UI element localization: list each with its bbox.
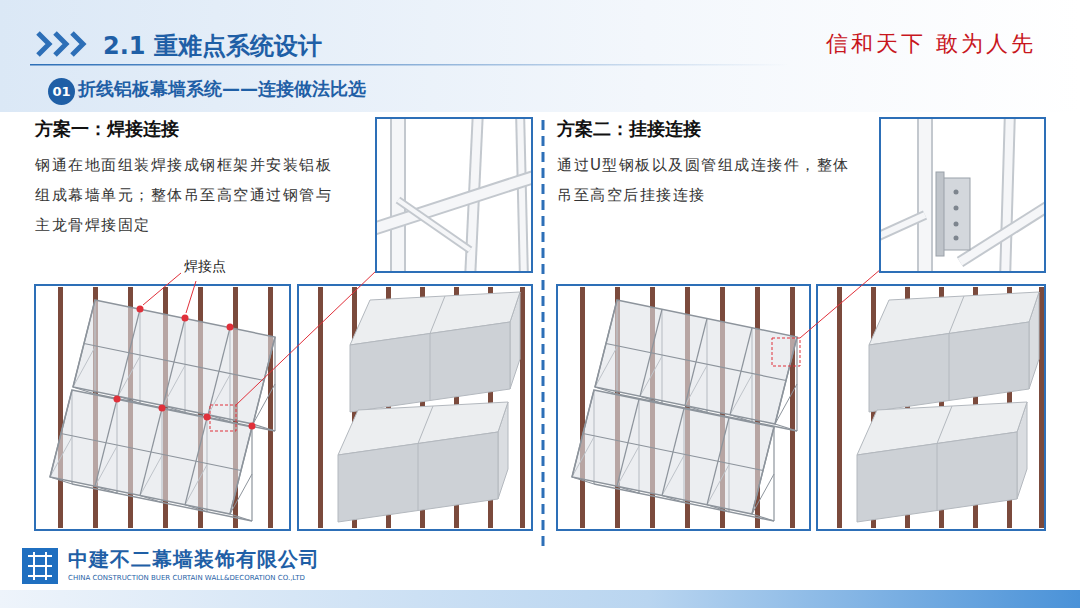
- inset-frame: [376, 118, 532, 272]
- chevron-icon: [55, 33, 66, 55]
- mullion-post: [268, 287, 273, 528]
- inset-frame: [880, 118, 1045, 272]
- weld-point: [137, 306, 144, 313]
- panel-joint: [430, 296, 445, 334]
- steel-tube: [61, 434, 241, 471]
- u-steel-plate: [936, 172, 944, 256]
- steel-tube: [606, 344, 786, 381]
- steel-tube: [881, 215, 925, 240]
- inset-ground: [880, 118, 1045, 272]
- panel-joint: [430, 334, 431, 401]
- weld-point: [182, 315, 189, 322]
- steel-tube: [917, 119, 933, 271]
- company-logo: [33, 552, 35, 580]
- weld-point: [249, 423, 256, 430]
- footer-band: [0, 590, 1080, 608]
- aluminium-panel-frame: [572, 390, 774, 514]
- panel-joint: [937, 406, 952, 444]
- panel-joint: [949, 296, 964, 334]
- weld-point: [114, 396, 121, 403]
- bolt-hole: [954, 206, 959, 211]
- company-logo: [28, 555, 52, 557]
- company-logo: [28, 575, 52, 577]
- panel-joint: [949, 334, 950, 401]
- panel-scene: [837, 287, 1044, 528]
- leader-line: [186, 281, 196, 313]
- leader-line: [800, 269, 881, 338]
- figure-frame: [557, 285, 810, 530]
- panel-front: [869, 322, 1029, 412]
- figure-frame: [817, 285, 1045, 530]
- figure-frame: [298, 285, 532, 530]
- mullion-post: [58, 287, 63, 528]
- steel-tube: [960, 205, 1044, 262]
- panel-scene: [318, 287, 525, 528]
- steel-tube: [583, 434, 763, 471]
- frame-scene: [572, 287, 797, 528]
- dashed-divider: [542, 120, 545, 550]
- scheme-heading: 方案一：焊接连接: [35, 118, 179, 141]
- scheme-heading: 方案二：挂接连接: [557, 118, 701, 141]
- company-name: 中建不二幕墙装饰有限公司: [68, 547, 320, 572]
- figure-frame: [35, 285, 290, 530]
- steel-tube: [1005, 119, 1010, 271]
- leader-line: [236, 270, 377, 405]
- steel-tube: [84, 344, 264, 381]
- steel-tube: [960, 205, 1044, 262]
- number-badge: 01: [48, 78, 75, 105]
- panel-front: [350, 322, 510, 412]
- inset-detail: [377, 119, 531, 271]
- bolt-hole: [954, 236, 959, 241]
- steel-tube: [390, 119, 406, 271]
- bolt-hole: [954, 222, 959, 227]
- steel-tube: [919, 119, 931, 271]
- steel-tube: [1005, 119, 1010, 271]
- steel-tube: [398, 200, 470, 250]
- detail-marker: [210, 405, 236, 431]
- panel-joint: [418, 444, 419, 511]
- weld-point: [227, 324, 234, 331]
- chevron-icon: [72, 33, 83, 55]
- aluminium-panel-frame: [50, 390, 252, 514]
- steel-tube: [392, 119, 404, 271]
- leader-line: [143, 273, 181, 305]
- chevron-icon: [38, 33, 49, 55]
- slide-title: 2.1 重难点系统设计: [103, 30, 322, 62]
- section-heading: 折线铝板幕墙系统——连接做法比选: [78, 78, 366, 101]
- detail-marker: [772, 338, 800, 366]
- steel-tube: [520, 119, 524, 271]
- company-name-english: CHINA CONSTRUCTION BUER CURTAIN WALL&DEC…: [68, 574, 305, 583]
- badge-number: 01: [52, 84, 70, 99]
- panel-front: [338, 432, 498, 522]
- company-logo: [28, 565, 52, 567]
- mullion-post: [837, 287, 842, 528]
- scheme-description: 钢通在地面组装焊接成钢框架并安装铝板组成幕墙单元；整体吊至高空通过钢管与主龙骨焊…: [35, 150, 340, 240]
- mullion-post: [1039, 287, 1044, 528]
- mullion-post: [318, 287, 323, 528]
- panel-front: [857, 432, 1017, 522]
- slogan: 信和天下 敢为人先: [826, 30, 1036, 58]
- weld-point: [159, 405, 166, 412]
- panel-joint: [937, 444, 938, 511]
- inset-detail: [881, 119, 1044, 271]
- company-logo: [22, 548, 58, 584]
- header-rule: [30, 64, 790, 66]
- mullion-post: [520, 287, 525, 528]
- steel-tube: [881, 215, 925, 240]
- steel-tube: [398, 200, 470, 250]
- mullion-post: [790, 287, 795, 528]
- bolt-hole: [954, 190, 959, 195]
- company-logo: [45, 552, 47, 580]
- mullion-post: [580, 287, 585, 528]
- panel-joint: [418, 406, 433, 444]
- header-ground: [0, 0, 1080, 112]
- frame-scene: [50, 287, 275, 528]
- weld-point: [204, 414, 211, 421]
- u-steel-plate: [942, 178, 970, 250]
- steel-tube: [520, 119, 524, 271]
- callout-label: 焊接点: [184, 258, 226, 276]
- scheme-description: 通过U型钢板以及圆管组成连接件，整体吊至高空后挂接连接: [557, 150, 862, 210]
